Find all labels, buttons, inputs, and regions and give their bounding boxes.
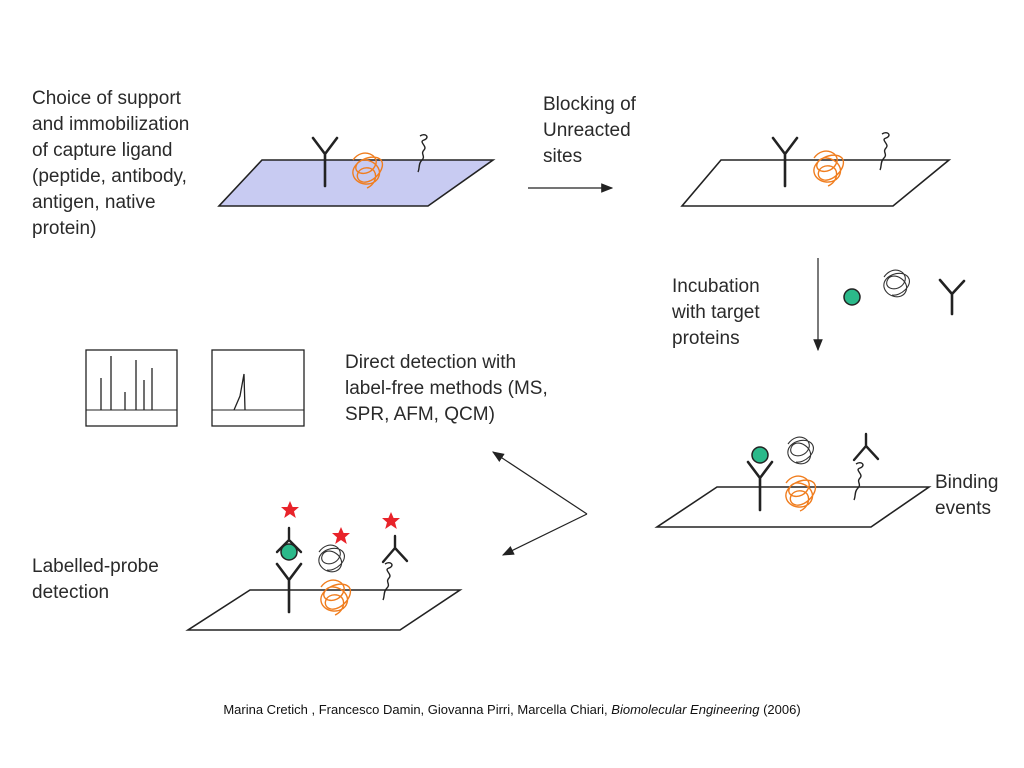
arrow-4 <box>501 513 588 556</box>
label-star-2 <box>332 527 350 544</box>
target-antibody-icon <box>938 278 966 316</box>
tangle-6 <box>318 544 346 573</box>
support-plate-2 <box>680 159 952 207</box>
bound-target-4 <box>751 446 769 464</box>
label-star-3 <box>382 512 400 529</box>
citation-year: (2006) <box>759 702 801 717</box>
bound-antibody-top-4 <box>852 432 880 462</box>
step5-label: Direct detection with label-free methods… <box>345 352 548 425</box>
support-plate-1 <box>217 159 496 207</box>
step2-label: Blocking of Unreacted sites <box>543 94 636 167</box>
target-tangle-icon <box>883 269 911 298</box>
step6-label: Labelled-probe detection <box>32 556 159 603</box>
spr-signal-box <box>211 349 305 427</box>
probe-antibody-6 <box>381 534 409 564</box>
captured-target-6 <box>280 543 298 561</box>
citation-authors: Marina Cretich , Francesco Damin, Giovan… <box>223 702 612 717</box>
label-star-1 <box>281 501 299 518</box>
citation: Marina Cretich , Francesco Damin, Giovan… <box>0 702 1024 717</box>
support-plate-4 <box>185 589 463 631</box>
arrow-3 <box>491 451 588 515</box>
step3-label: Incubation with target proteins <box>672 276 760 349</box>
ms-spectrum-box <box>85 349 178 427</box>
citation-journal: Biomolecular Engineering <box>611 702 760 717</box>
detection-antibody-6 <box>275 526 303 554</box>
bound-tangle-4 <box>787 436 815 465</box>
step1-label: Choice of support and immobilization of … <box>32 88 190 239</box>
target-protein-icon <box>843 288 861 306</box>
step4-label: Binding events <box>935 472 999 519</box>
